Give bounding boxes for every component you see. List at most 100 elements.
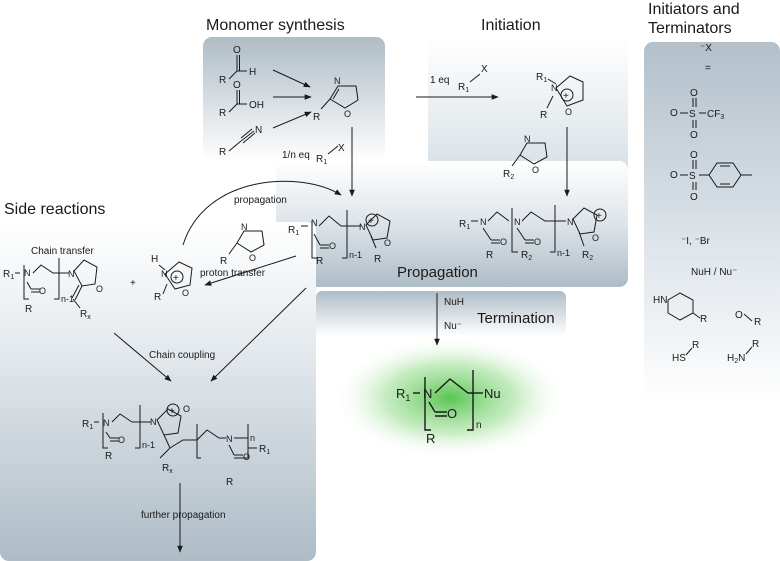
tosylate-anion: O S O O — [670, 150, 752, 203]
initiators-terminators-heading: Initiators and Terminators — [648, 1, 740, 37]
initiators-panel — [644, 42, 780, 404]
svg-text:HN: HN — [653, 295, 667, 306]
svg-text:O: O — [500, 237, 507, 247]
svg-text:O: O — [183, 404, 190, 414]
one-eq-label: 1 eq — [430, 75, 449, 86]
svg-text:N: N — [255, 125, 262, 136]
chain-coupling-label: Chain coupling — [149, 350, 215, 361]
svg-text:O: O — [249, 253, 256, 263]
svg-text:n-1: n-1 — [349, 250, 362, 260]
product-glow — [332, 336, 568, 460]
svg-text:N: N — [161, 269, 168, 279]
side-reactions-heading: Side reactions — [4, 201, 106, 218]
halide-ions: ⁻I, ⁻Br — [681, 236, 710, 247]
svg-text:N: N — [567, 217, 574, 227]
alkoxide: O R — [735, 310, 761, 328]
svg-text:O: O — [233, 80, 241, 91]
svg-text:O: O — [96, 284, 103, 294]
nuh-label: NuH — [444, 297, 464, 308]
svg-text:N: N — [226, 434, 233, 444]
propagation-panel — [276, 161, 628, 287]
svg-text:R: R — [226, 477, 233, 488]
termination-heading: Termination — [477, 310, 555, 327]
svg-text:N: N — [359, 222, 366, 232]
svg-text:R2: R2 — [503, 169, 514, 181]
svg-text:R: R — [25, 304, 32, 315]
aldehyde-molecule: R O H — [219, 45, 256, 86]
piperidine: HN R — [653, 292, 707, 325]
svg-text:Rx: Rx — [162, 463, 173, 475]
svg-text:N: N — [524, 134, 531, 144]
svg-text:R: R — [220, 256, 227, 267]
svg-text:O: O — [690, 150, 698, 161]
triflate-anion: O S O O CF3 — [670, 88, 724, 141]
svg-text:n: n — [250, 433, 255, 443]
svg-text:+: + — [169, 406, 175, 417]
svg-text:R1: R1 — [458, 82, 469, 94]
svg-text:R: R — [486, 250, 493, 261]
svg-text:R: R — [105, 451, 112, 462]
svg-text:O: O — [690, 88, 698, 99]
one-n-eq-label: 1/n eq — [282, 150, 310, 161]
svg-text:R1: R1 — [536, 72, 547, 84]
svg-text:R1: R1 — [459, 219, 470, 231]
svg-text:N: N — [514, 217, 521, 227]
svg-text:R2: R2 — [582, 250, 593, 262]
further-propagation-label: further propagation — [141, 510, 226, 521]
svg-text:O: O — [447, 406, 457, 421]
svg-text:O: O — [690, 130, 698, 141]
svg-text:O: O — [233, 45, 241, 56]
svg-text:O: O — [690, 192, 698, 203]
svg-text:n-1: n-1 — [61, 294, 74, 304]
svg-text:N: N — [423, 386, 432, 401]
svg-text:O: O — [670, 170, 678, 181]
initiation-heading: Initiation — [481, 17, 541, 34]
svg-text:R1: R1 — [259, 444, 270, 456]
svg-text:R: R — [219, 75, 226, 86]
svg-text:R2: R2 — [521, 250, 532, 262]
svg-text:O: O — [735, 310, 743, 321]
svg-text:H: H — [151, 254, 158, 265]
propagation-heading: Propagation — [397, 264, 478, 281]
svg-text:R: R — [219, 147, 226, 158]
svg-text:R: R — [374, 254, 381, 265]
living-polymer-right: R1 N O R N O R2 n-1 N O + R2 — [459, 205, 607, 262]
svg-text:N: N — [68, 269, 75, 279]
protonated-oxazoline: H N O + R — [151, 254, 193, 303]
oxazolinium-cation: R1 N O + R — [536, 72, 584, 121]
svg-text:O: O — [329, 241, 336, 251]
chain-transfer-label: Chain transfer — [31, 246, 94, 257]
counter-anion-x: ⁻X — [700, 43, 712, 54]
propagation-arrow-label: propagation — [234, 195, 287, 206]
svg-text:N: N — [24, 268, 31, 278]
alkyl-halide-reagent-2: R1 X — [316, 143, 345, 166]
svg-text:R: R — [540, 110, 547, 121]
equals-sign: = — [705, 63, 711, 74]
nucleophile-heading: NuH / Nu⁻ — [691, 267, 738, 278]
svg-text:n-1: n-1 — [142, 440, 155, 450]
svg-text:X: X — [338, 143, 345, 154]
thiol: HS R — [672, 340, 699, 364]
svg-text:O: O — [118, 435, 125, 445]
termination-panel — [316, 291, 566, 336]
svg-text:R1: R1 — [288, 225, 299, 237]
nu-minus-label: Nu⁻ — [444, 321, 462, 332]
svg-text:S: S — [689, 171, 696, 182]
svg-text:O: O — [592, 233, 599, 243]
svg-text:n: n — [476, 420, 482, 431]
svg-text:R: R — [313, 112, 320, 123]
svg-text:O: O — [344, 109, 351, 119]
svg-text:O: O — [532, 165, 539, 175]
svg-text:N: N — [311, 218, 318, 228]
svg-text:O: O — [565, 107, 572, 117]
svg-text:R: R — [700, 314, 707, 325]
svg-text:HS: HS — [672, 353, 686, 364]
svg-text:O: O — [243, 452, 250, 462]
svg-text:+: + — [596, 211, 602, 222]
svg-text:H2N: H2N — [727, 353, 745, 365]
amine: H2N R — [727, 339, 759, 365]
svg-text:N: N — [480, 217, 487, 227]
nitrile-molecule: R N — [219, 125, 262, 158]
svg-text:R1: R1 — [3, 269, 14, 281]
